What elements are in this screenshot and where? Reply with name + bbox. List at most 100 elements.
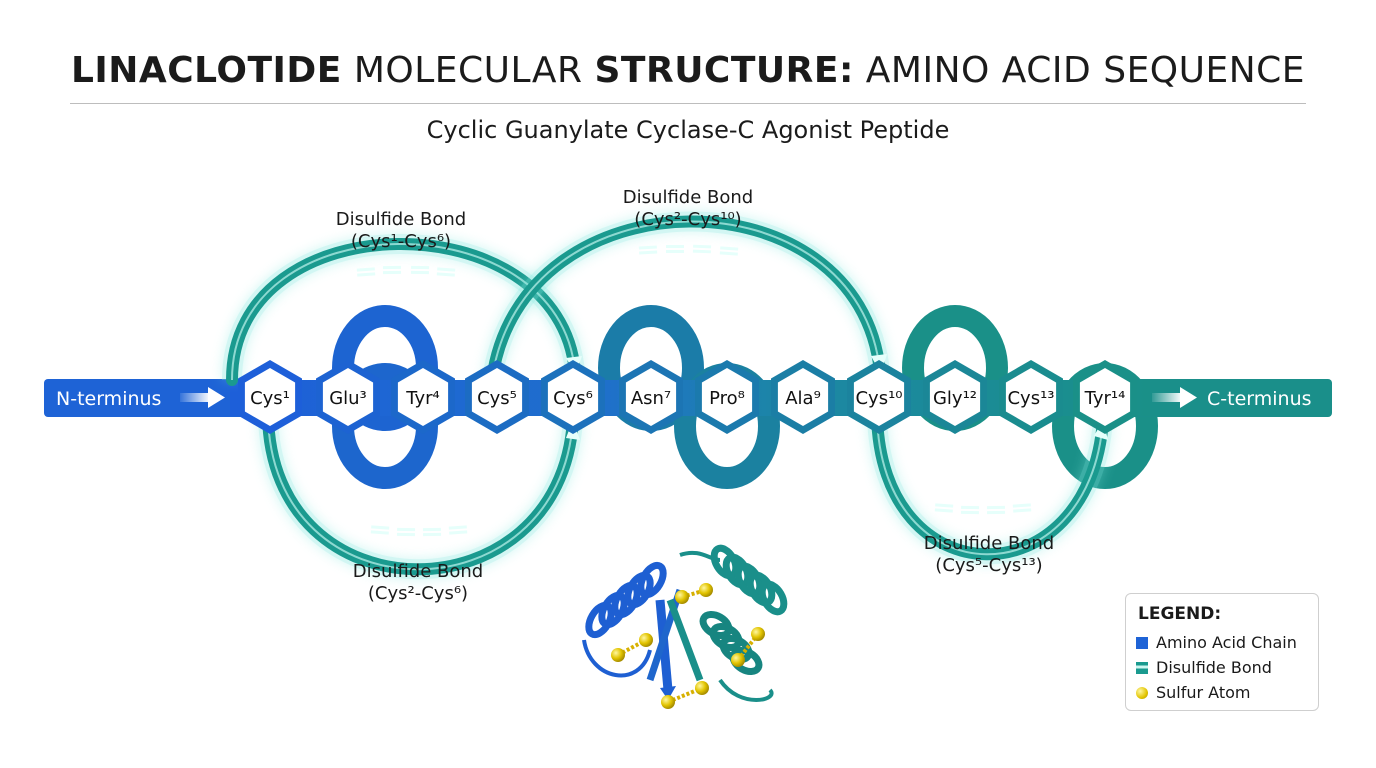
bond-marker [356,267,375,272]
bond-marker [961,505,980,510]
title-part: AMINO ACID SEQUENCE [853,50,1306,91]
bond-marker [370,530,389,535]
sulfur-atom [695,681,709,695]
residue-cys6: Cys⁶ [541,360,605,434]
residue-label: Cys⁶ [553,388,593,409]
bond-label-title: Disulfide Bond [622,187,754,208]
residue-cys13: Cys¹³ [999,360,1063,434]
residue-label: Tyr¹⁴ [1084,388,1126,409]
residue-glu3: Glu³ [316,360,380,434]
c-terminus-label: C-terminus [1207,388,1312,410]
bond-marker [638,245,657,250]
bond-marker [411,265,430,270]
sulfur-atom [731,653,745,667]
residue-label: Ala⁹ [785,388,821,409]
residue-hexagon [322,368,374,426]
disulfide-bond-cys1-cys6 [222,234,585,386]
disulfide-bond-cys5-cys13 [867,408,1113,565]
bond-marker [449,530,468,535]
bond-marker [422,527,441,532]
c-terminus-bar [1120,379,1332,417]
bond-label-pair: (Cys²-Cys⁶) [367,583,469,604]
bond-label-cys2-cys6: Disulfide Bond (Cys²-Cys⁶) [308,561,528,605]
bond-marker [371,525,390,530]
bond-marker [436,272,455,277]
title-part: MOLECULAR [341,50,595,91]
residue-hexagon [777,368,829,426]
coil-blue [582,639,652,678]
bond-marker [666,250,684,253]
residue-label: Asn⁷ [631,388,671,409]
page-subtitle: Cyclic Guanylate Cyclase-C Agonist Pepti… [426,116,950,144]
residue-pro8: Pro⁸ [695,360,759,434]
residue-tyr4: Tyr⁴ [391,360,455,434]
chain-band [230,380,1150,416]
legend-label: Sulfur Atom [1156,683,1251,702]
sulfur-atom [639,633,653,647]
n-terminus-bar [44,379,254,417]
residue-hexagon [397,368,449,426]
residue-gly12: Gly¹² [923,360,987,434]
residue-cys1: Cys¹ [238,360,302,434]
legend-item-chain: Amino Acid Chain [1136,630,1308,655]
bond-marker [720,246,739,251]
bond-marker [935,503,954,508]
residue-label: Cys¹ [250,388,290,409]
title-part: LINACLOTIDE [70,50,342,91]
residue-hexagon [1005,368,1057,426]
residue-label: Pro⁸ [709,388,745,409]
bond-highlight [267,413,574,571]
arrow-right-icon [1152,393,1182,402]
sulfur-atom [661,695,675,709]
bond-marker [383,270,402,275]
residue-asn7: Asn⁷ [619,360,683,434]
bond-marker [719,251,738,256]
residue-ala9: Ala⁹ [771,360,835,434]
bond-marker [692,249,711,254]
residue-hexagon [701,368,753,426]
chain-swatch-icon [1136,636,1148,649]
beta-strand-arrow [660,686,676,700]
residue-hexagon [471,368,523,426]
bond-swatch-icon [1136,661,1148,674]
bond-marker [693,244,712,249]
title-part: STRUCTURE: [594,50,854,91]
arrow-right-icon [180,393,210,402]
sulfur-atom [611,648,625,662]
bond-label-cys1-cys6: Disulfide Bond (Cys¹-Cys⁶) [291,209,511,253]
bond-marker [448,525,467,530]
legend-item-bond: Disulfide Bond [1136,655,1308,680]
bond-label-cys5-cys13: Disulfide Bond (Cys⁵-Cys¹³) [879,533,1099,577]
n-terminus-label: N-terminus [56,388,161,410]
bond-highlight [491,220,881,381]
bond-marker [357,272,376,277]
bond-label-pair: (Cys¹-Cys⁶) [350,231,452,252]
residue-label: Glu³ [329,388,367,409]
arrow-right-icon [208,387,225,408]
residue-hexagon [1079,368,1131,426]
protein-ribbon-structure [582,544,788,709]
bond-label-title: Disulfide Bond [335,209,467,230]
helix-turn-blue [637,561,667,599]
arrow-right-icon [1180,387,1197,408]
bond-marker [382,265,401,270]
sulfur-atom-icon [1136,686,1148,699]
bond-highlight [231,243,576,381]
bond-label-cys2-cys10: Disulfide Bond (Cys²-Cys¹⁰) [578,187,798,231]
residue-label: Cys⁵ [477,388,517,409]
coil-teal [718,678,774,702]
bond-highlight [876,413,1104,556]
bond-label-pair: (Cys⁵-Cys¹³) [935,555,1043,576]
title-divider [70,103,1306,104]
legend-title: LEGEND: [1138,604,1222,624]
bond-marker [960,510,979,515]
bond-marker [397,527,416,532]
residue-hexagon [625,368,677,426]
residue-label: Tyr⁴ [405,388,439,409]
bond-marker [1013,508,1032,513]
bond-marker [1012,503,1031,508]
bond-marker [396,532,415,537]
sulfur-atom [699,583,713,597]
residue-cys5: Cys⁵ [465,360,529,434]
